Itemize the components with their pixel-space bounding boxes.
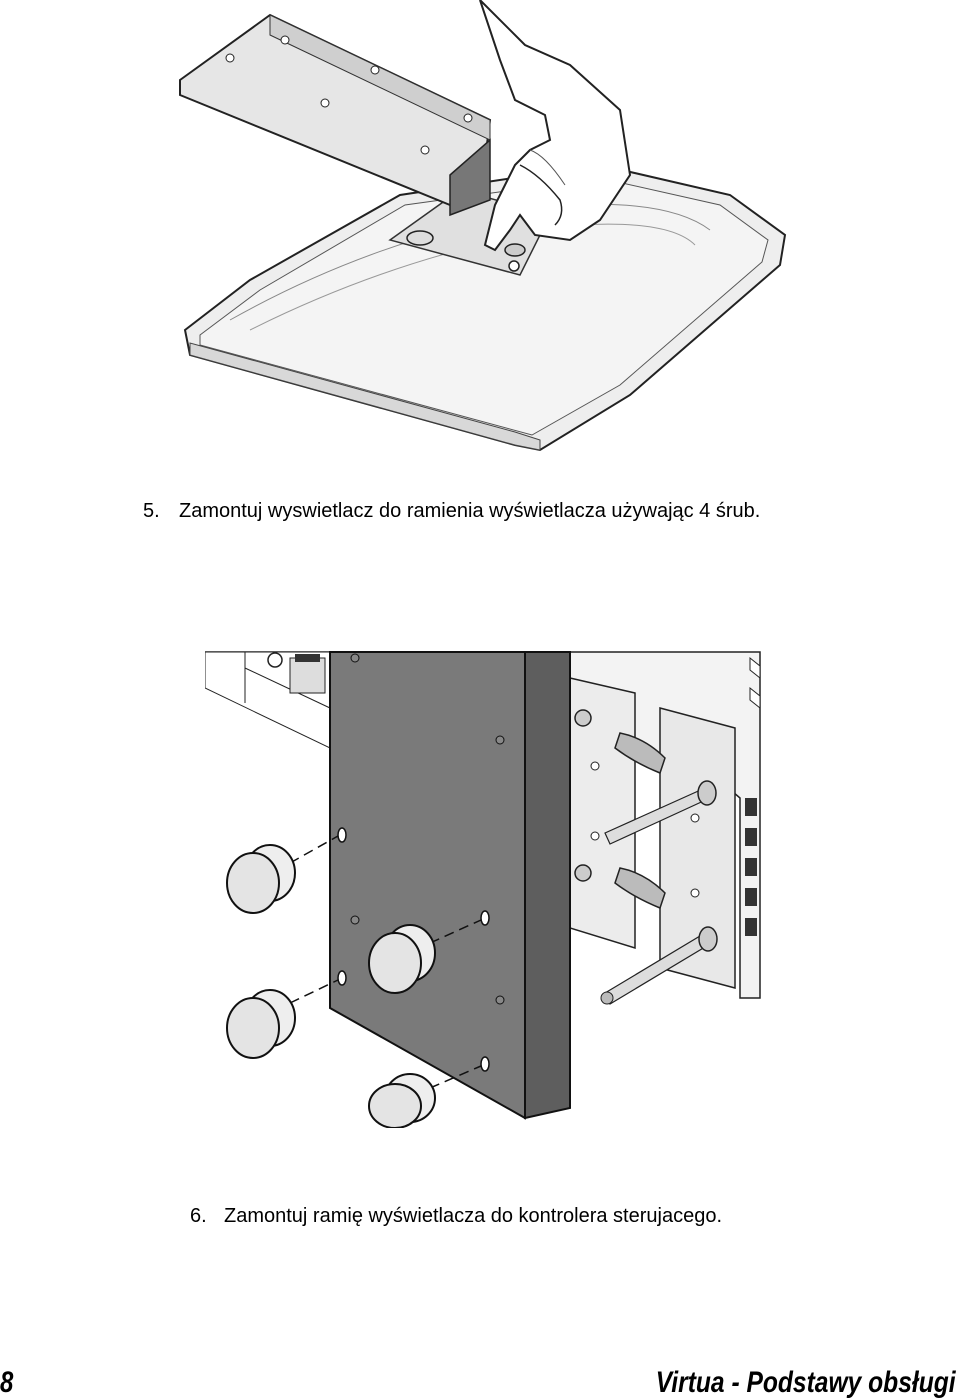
hand — [479, 0, 632, 252]
guide-lines — [289, 835, 482, 1089]
thumbscrew — [226, 844, 296, 914]
step-6-caption: 6. Zamontuj ramię wyświetlacza do kontrol… — [190, 1205, 722, 1228]
illustration-mount-display — [179, 0, 787, 452]
thumbscrew — [368, 924, 436, 994]
illustration-mount-arm-controller — [205, 651, 761, 1128]
step-5-caption: 5. Zamontuj wyswietlacz do ramienia wyświ… — [143, 500, 760, 523]
thumbscrew — [368, 1073, 436, 1128]
screw-head — [504, 243, 526, 257]
page-number: 8 — [0, 1366, 14, 1399]
vents — [745, 798, 757, 936]
step-text: Zamontuj wyswietlacz do ramienia wyświet… — [179, 500, 761, 522]
thumbscrew — [226, 989, 296, 1059]
arm-plate — [329, 651, 526, 1120]
screw-head — [406, 230, 434, 246]
step-number: 5. — [143, 500, 160, 522]
step-number: 6. — [190, 1205, 207, 1227]
step-text: Zamontuj ramię wyświetlacza do kontroler… — [224, 1205, 722, 1227]
document-title: Virtua - Podstawy obsługi — [656, 1366, 956, 1399]
